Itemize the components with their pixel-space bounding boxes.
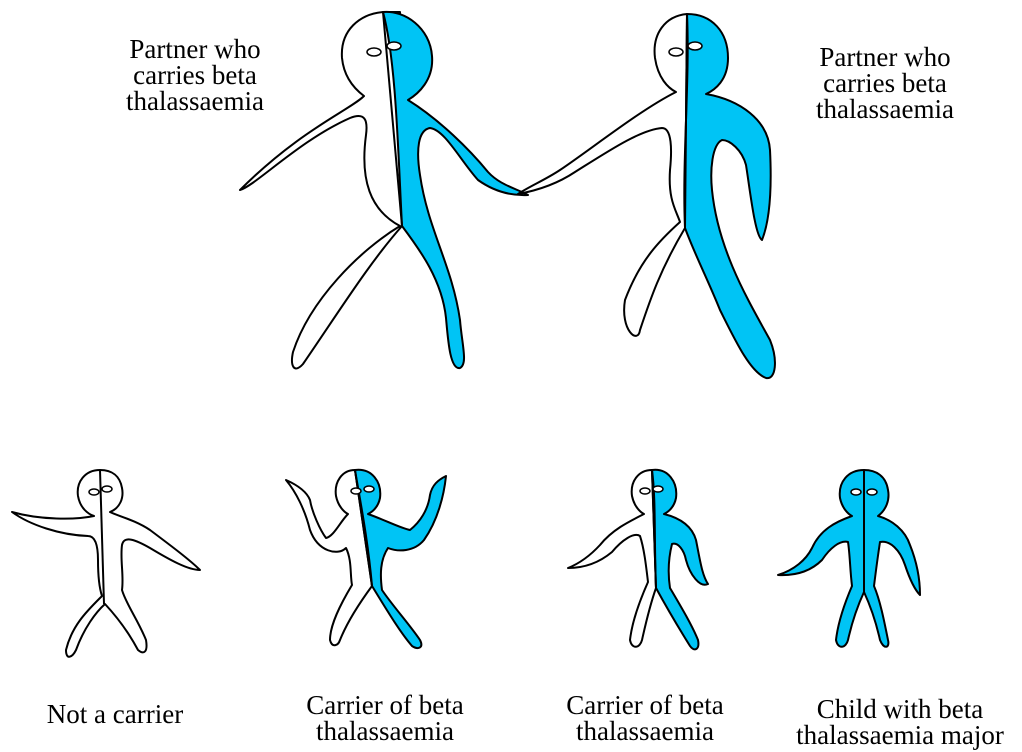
child-4-label-line: thalassaemia major: [785, 722, 1015, 748]
child-1-eye: [89, 489, 99, 495]
child-3-label-line: Carrier of beta: [545, 692, 745, 718]
parent-right-figure: [518, 14, 775, 378]
child-4-eye: [867, 489, 877, 495]
child-2-eye: [351, 488, 361, 494]
child-4-body: [778, 470, 920, 647]
parent-right-eye: [669, 48, 683, 56]
child-major-figure: [778, 470, 920, 647]
child-not-carrier-figure: [12, 470, 200, 657]
child-3-eye: [640, 488, 650, 494]
parent-left-label-line: thalassaemia: [100, 88, 290, 114]
parent-right-white-half: [518, 14, 687, 336]
parent-right-eye: [688, 42, 702, 50]
parent-left-blue-half: [383, 12, 528, 368]
child-3-white-half: [568, 470, 656, 647]
child-3-label-line: thalassaemia: [545, 718, 745, 744]
child-carrier-figure-2: [568, 470, 708, 650]
child-4-label-line: Child with beta: [785, 696, 1015, 722]
child-1-label-line: Not a carrier: [20, 701, 210, 727]
child-4-label: Child with beta thalassaemia major: [785, 696, 1015, 748]
parent-left-eye: [387, 42, 401, 50]
parent-left-label: Partner who carries beta thalassaemia: [100, 36, 290, 114]
parent-right-blue-half: [684, 14, 775, 378]
child-2-label: Carrier of beta thalassaemia: [285, 692, 485, 744]
child-2-eye: [364, 486, 374, 492]
parent-right-label-line: Partner who: [790, 44, 980, 70]
child-carrier-figure-1: [286, 470, 446, 648]
child-3-blue-half: [652, 470, 708, 650]
parent-left-eye: [367, 48, 381, 56]
parent-right-label-line: carries beta: [790, 70, 980, 96]
parent-left-label-line: Partner who: [100, 36, 290, 62]
parent-right-label: Partner who carries beta thalassaemia: [790, 44, 980, 122]
child-1-eye: [102, 486, 112, 492]
child-4-eye: [851, 489, 861, 495]
child-2-label-line: thalassaemia: [285, 718, 485, 744]
child-3-label: Carrier of beta thalassaemia: [545, 692, 745, 744]
child-2-label-line: Carrier of beta: [285, 692, 485, 718]
parent-left-label-line: carries beta: [100, 62, 290, 88]
child-1-label: Not a carrier: [20, 701, 210, 727]
child-3-eye: [653, 486, 663, 492]
child-1-body: [12, 470, 200, 657]
parent-right-label-line: thalassaemia: [790, 96, 980, 122]
